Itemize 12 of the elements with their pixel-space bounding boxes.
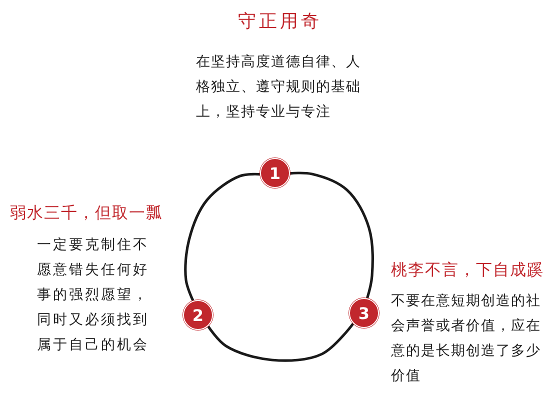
loop-line [184,172,262,302]
number-circle: 2 [183,300,213,330]
section-description: 在坚持高度道德自律、人格独立、遵守规则的基础上，坚持专业与专注 [196,53,362,122]
section-heading: 守正用奇 [237,11,323,33]
loop-line [288,172,374,300]
loop-line [206,322,355,362]
section-description: 不要在意短期创造的社会声誉或者价值，应在意的是长期创造了多少价值 [391,292,542,386]
section-description: 一定要克制住不愿意错失任何好事的强烈愿望，同时又必须找到属于自己的机会 [37,236,150,355]
section-heading: 弱水三千，但取一瓢 [10,202,164,224]
section-heading: 桃李不言，下自成蹊 [391,259,545,281]
number-circle: 3 [349,298,379,328]
number-circle: 1 [260,158,290,188]
